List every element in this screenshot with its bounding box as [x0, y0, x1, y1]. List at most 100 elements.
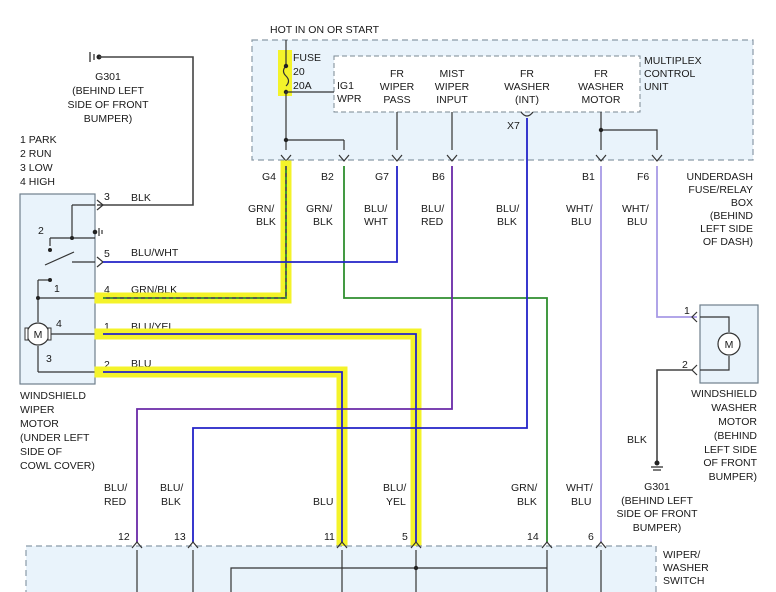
- washer-motor-symbol: [700, 316, 741, 371]
- washer-label-5: LEFT SIDE: [704, 444, 757, 456]
- pin-g7: [391, 154, 403, 162]
- fusebox-line4: (BEHIND: [710, 210, 754, 222]
- washer-pin-1: [691, 311, 698, 323]
- color-bottom-5-1: BLU/: [383, 482, 406, 494]
- wiper-washer-switch-box: [25, 545, 657, 592]
- mcu-name-1: MULTIPLEX: [644, 55, 702, 67]
- fusebox-line3: BOX: [731, 197, 753, 209]
- col2-line3: INPUT: [436, 94, 468, 106]
- switch-pin-label-12: 12: [118, 531, 130, 543]
- switch-pin-13: [187, 541, 199, 549]
- switch-label-3: SWITCH: [663, 575, 704, 587]
- color-b2-2: BLK: [313, 216, 333, 228]
- color-f6-2: BLU: [627, 216, 647, 228]
- pin-b1: [595, 154, 607, 162]
- switch-pin-11: [336, 541, 348, 549]
- color-bottom-12-2: RED: [104, 496, 127, 508]
- washer-m-label: M: [725, 339, 734, 351]
- motor-internal-4: 4: [56, 318, 62, 330]
- b1-node: [598, 127, 604, 133]
- color-bottom-14-1: GRN/: [511, 482, 537, 494]
- wire-blu-blk-x7: [192, 118, 528, 542]
- wiper-motor-label-3: MOTOR: [20, 418, 59, 430]
- color-x7-2: BLK: [497, 216, 517, 228]
- motor-ground-icon: [92, 228, 103, 236]
- motor-node-4: [36, 296, 40, 300]
- mode-high: 4 HIGH: [20, 176, 55, 188]
- pin-label-g4: G4: [262, 171, 276, 183]
- color-g4-1: GRN/: [248, 203, 274, 215]
- color-b1-2: BLU: [571, 216, 591, 228]
- switch-pin-12: [131, 541, 143, 549]
- motor-internal-3: 3: [46, 353, 52, 365]
- pin-label-g7: G7: [375, 171, 389, 183]
- wire-grn-blk-b2: [343, 166, 548, 542]
- motor-pin-label-5: 5: [104, 248, 110, 260]
- col1-line2: WIPER: [380, 81, 415, 93]
- motor-wire-blk: BLK: [131, 192, 151, 204]
- wiper-motor-label-1: WINDSHIELD: [20, 390, 86, 402]
- washer-pin-label-2: 2: [682, 359, 688, 371]
- motor-internal-1: 1: [54, 283, 60, 295]
- switch-node: [413, 565, 419, 571]
- switch-pin-label-5: 5: [402, 531, 408, 543]
- color-bottom-6-1: WHT/: [566, 482, 593, 494]
- washer-pin-label-1: 1: [684, 305, 690, 317]
- washer-label-6: OF FRONT: [703, 457, 757, 469]
- washer-gnd-color: BLK: [627, 434, 647, 446]
- washer-label-4: (BEHIND: [714, 430, 758, 442]
- wiper-motor-internal: [37, 204, 95, 373]
- switch-label-2: WASHER: [663, 562, 709, 574]
- wire-blu-red-b6: [136, 166, 453, 542]
- pin-label-b2: B2: [321, 171, 334, 183]
- mcu-inner-box: [333, 55, 641, 113]
- wire-grn-blk-g4-stripe: [103, 166, 287, 299]
- ground-right-loc1: (BEHIND LEFT: [621, 495, 693, 507]
- fusebox-line1: UNDERDASH: [686, 171, 753, 183]
- col3-line1: FR: [520, 68, 534, 80]
- fuse-highlight: [278, 50, 292, 96]
- col2-line1: MIST: [439, 68, 465, 80]
- color-x7-1: BLU/: [496, 203, 519, 215]
- ground-top-loc3: BUMPER): [84, 113, 132, 125]
- x7-connector: [520, 111, 534, 117]
- fuse-node-top: [283, 63, 289, 69]
- ground-right-icon: [651, 460, 663, 471]
- fuse-rating: 20A: [293, 80, 312, 92]
- col2-line2: WIPER: [435, 81, 470, 93]
- g4-node: [283, 137, 289, 143]
- pin-label-b1: B1: [582, 171, 595, 183]
- color-g7-2: WHT: [364, 216, 388, 228]
- washer-ground-wire: [656, 369, 692, 462]
- switch-pin-label-13: 13: [174, 531, 186, 543]
- pin-b6: [446, 154, 458, 162]
- color-bottom-12-1: BLU/: [104, 482, 127, 494]
- ground-top-loc1: (BEHIND LEFT: [72, 85, 144, 97]
- col4-line1: FR: [594, 68, 608, 80]
- fusebox-line5: LEFT SIDE: [700, 223, 753, 235]
- motor-internal-2: 2: [38, 225, 44, 237]
- color-g7-1: BLU/: [364, 203, 387, 215]
- mcu-name-3: UNIT: [644, 81, 669, 93]
- switch-label-1: WIPER/: [663, 549, 700, 561]
- washer-label-7: BUMPER): [709, 471, 757, 483]
- switch-pin-label-14: 14: [527, 531, 539, 543]
- wiper-motor-symbol: [24, 322, 52, 346]
- fusebox-line2: FUSE/RELAY: [688, 184, 753, 196]
- washer-pin-2: [691, 364, 698, 376]
- col3-line3: (INT): [515, 94, 539, 106]
- color-g4-2: BLK: [256, 216, 276, 228]
- color-b2-1: GRN/: [306, 203, 332, 215]
- wpr-label: WPR: [337, 93, 362, 105]
- ground-right-loc3: BUMPER): [633, 522, 681, 534]
- motor-pin-3: [96, 199, 104, 211]
- motor-node-3: [48, 278, 52, 282]
- washer-label-3: MOTOR: [718, 416, 757, 428]
- motor-pin-label-4: 4: [104, 284, 110, 296]
- fuse-icon: [282, 65, 290, 87]
- switch-pin-14: [541, 541, 553, 549]
- color-bottom-6-2: BLU: [571, 496, 591, 508]
- washer-label-1: WINDSHIELD: [691, 388, 757, 400]
